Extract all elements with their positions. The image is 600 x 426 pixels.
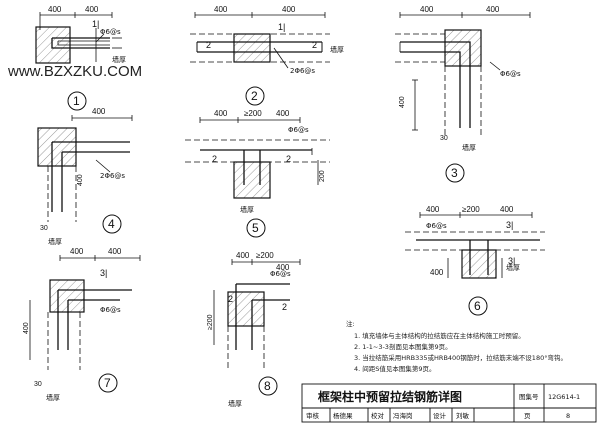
detail-2-rebar-label: 2Φ6@s — [290, 67, 315, 75]
title-block-title: 框架柱中预留拉结钢筋详图 — [318, 389, 462, 404]
notes-block: 注: 1. 填充墙体与主体结构的拉结筋应在主体结构施工时预留。 2. 1-1~3… — [346, 319, 567, 373]
check-name: 冯海岗 — [393, 411, 413, 420]
detail-6-section-mark: 3| — [506, 220, 513, 230]
detail-7-section-mark: 3| — [100, 268, 107, 278]
detail-4-rebar-label: 2Φ6@s — [100, 172, 125, 180]
detail-1-dim-right: 400 — [85, 5, 99, 14]
note-2: 2. 1-1~3-3剖面见本图集第9页。 — [354, 342, 452, 351]
design-name: 刘敏 — [456, 411, 470, 420]
detail-8 — [213, 259, 301, 370]
review-name: 杨德果 — [333, 411, 353, 420]
detail-8-dim-right: 400 — [276, 263, 290, 272]
detail-5 — [185, 117, 330, 199]
detail-2-number: 2 — [251, 89, 258, 103]
detail-8-dim-left: 400 — [236, 251, 250, 260]
detail-1-rebar-label: Φ6@s — [100, 28, 121, 36]
detail-4-dim-vertical: 400 — [77, 174, 84, 186]
detail-3-number-circle — [445, 163, 465, 183]
detail-5-mark-left: 2 — [212, 154, 217, 164]
detail-3-dim-vertical: 400 — [399, 96, 406, 108]
design-label: 设计 — [433, 411, 447, 420]
detail-4 — [37, 115, 133, 222]
detail-2-number-circle — [245, 86, 265, 106]
detail-8-mark-left: 2 — [228, 294, 233, 304]
detail-8-rebar-label: Φ6@s — [270, 270, 291, 278]
detail-4-dim-30: 30 — [40, 225, 48, 232]
detail-3-number: 3 — [451, 166, 458, 180]
note-1: 1. 填充墙体与主体结构的拉结筋应在主体结构施工时预留。 — [354, 331, 525, 340]
notes-heading: 注: — [346, 319, 355, 328]
detail-7-dim-30: 30 — [34, 381, 42, 388]
detail-3-dim-right: 400 — [486, 5, 500, 14]
detail-3-dim-left: 400 — [420, 5, 434, 14]
detail-7-number-circle — [98, 373, 118, 393]
detail-6-dim-lower: 400 — [430, 268, 444, 277]
detail-8-number: 8 — [264, 379, 271, 393]
detail-4-number-circle — [102, 214, 122, 234]
detail-2-dim-left: 400 — [214, 5, 228, 14]
detail-3 — [395, 12, 531, 135]
detail-6-dim-left: 400 — [426, 205, 440, 214]
detail-6-rebar-label: Φ6@s — [426, 222, 447, 230]
note-3: 3. 当拉结筋采用HRB335或HRB400钢筋时，拉结筋末端不设180°弯钩。 — [354, 353, 567, 362]
detail-7-wall-label: 墙厚 — [46, 393, 60, 402]
detail-4-number: 4 — [108, 217, 115, 231]
atlas-no-label: 图集号 — [519, 392, 539, 401]
detail-5-rebar-label: Φ6@s — [288, 126, 309, 134]
atlas-no: 12G614-1 — [548, 393, 580, 401]
detail-1-number: 1 — [73, 94, 80, 108]
detail-8-mark-right: 2 — [282, 302, 287, 312]
detail-5-dim-mid: ≥200 — [244, 109, 262, 118]
detail-4-dim-top: 400 — [92, 107, 106, 116]
detail-6-dim-right: 400 — [500, 205, 514, 214]
detail-5-mark-right: 2 — [286, 154, 291, 164]
detail-2-section-mark: 1| — [278, 22, 285, 32]
detail-8-dim-mid: ≥200 — [256, 251, 274, 260]
detail-2-dim-right: 400 — [282, 5, 296, 14]
note-4: 4. 间距S值见本图集第9页。 — [354, 364, 436, 373]
detail-1-number-circle — [67, 91, 87, 111]
detail-7-dim-vertical: 400 — [23, 322, 30, 334]
detail-7-dim-left: 400 — [70, 247, 84, 256]
detail-4-wall-label: 墙厚 — [48, 237, 62, 246]
detail-6-number-circle — [468, 296, 488, 316]
detail-3-rebar-label: Φ6@s — [500, 70, 521, 78]
detail-8-wall-label: 墙厚 — [228, 399, 242, 408]
detail-1 — [35, 12, 122, 64]
title-block — [301, 383, 597, 423]
detail-3-dim-bottom: 30 — [440, 135, 448, 142]
detail-1-section-mark: 1| — [92, 19, 99, 29]
detail-2-mark-right: 2 — [312, 40, 317, 50]
detail-5-number: 5 — [252, 221, 259, 235]
page-number: 8 — [566, 412, 570, 420]
watermark: www.BZXZKU.COM — [7, 63, 142, 80]
detail-6-section-mark-2: 3| — [508, 256, 515, 266]
review-label: 审核 — [306, 411, 320, 420]
check-label: 校对 — [371, 411, 385, 420]
detail-5-dim-left: 400 — [214, 109, 228, 118]
detail-2-mark-left: 2 — [206, 40, 211, 50]
page-label: 页 — [524, 412, 531, 420]
detail-7-dim-right: 400 — [108, 247, 122, 256]
detail-2 — [190, 12, 330, 69]
detail-1-wall-label: 墙厚 — [112, 55, 126, 64]
detail-5-dim-right: 400 — [276, 109, 290, 118]
detail-6-number: 6 — [474, 299, 481, 313]
detail-7-rebar-label: Φ6@s — [100, 306, 121, 314]
detail-5-number-circle — [246, 218, 266, 238]
detail-6-dim-mid: ≥200 — [462, 205, 480, 214]
detail-5-wall-label: 墙厚 — [240, 205, 254, 214]
detail-8-number-circle — [258, 376, 278, 396]
detail-7 — [29, 255, 141, 370]
detail-7-number: 7 — [104, 376, 111, 390]
detail-5-dim-vertical: 200 — [319, 170, 326, 182]
detail-2-wall-label: 墙厚 — [330, 45, 344, 54]
detail-8-dim-vertical: ≥200 — [207, 314, 214, 330]
detail-3-wall-label: 墙厚 — [462, 143, 476, 152]
detail-6-wall-label: 墙厚 — [506, 263, 520, 272]
detail-6 — [405, 212, 545, 279]
detail-1-dim-left: 400 — [48, 5, 62, 14]
